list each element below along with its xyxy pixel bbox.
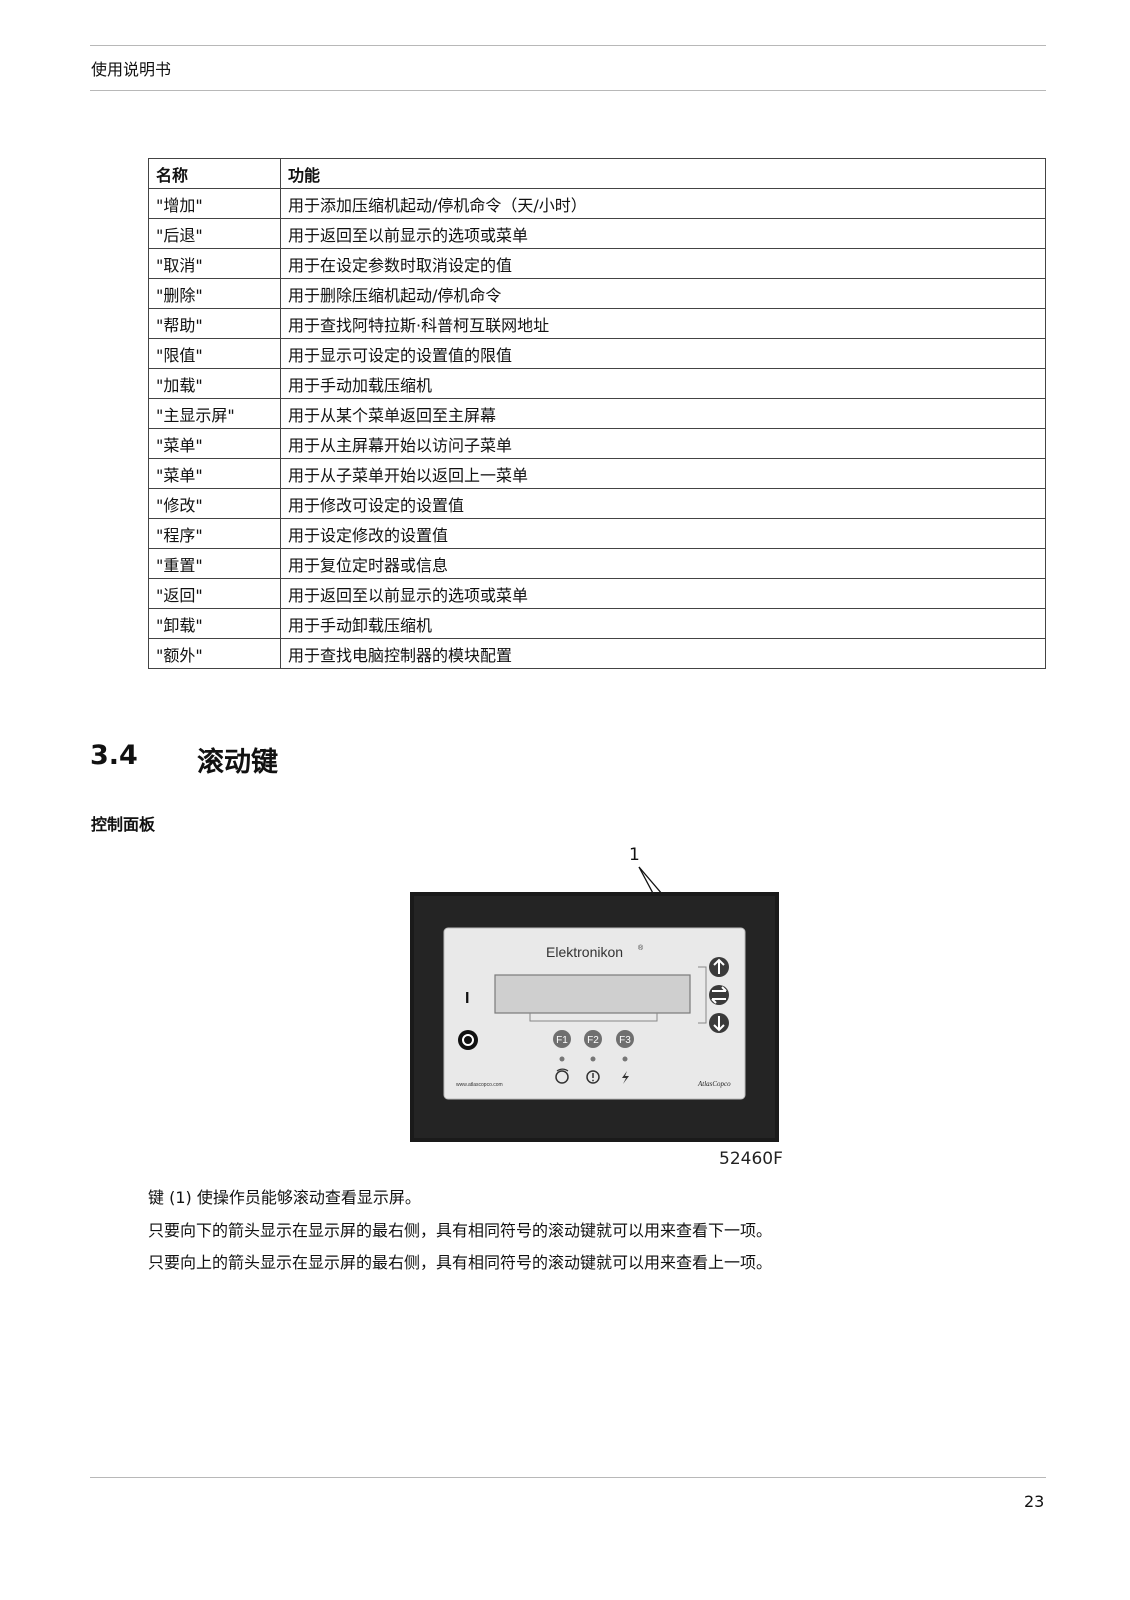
subsection-title: 控制面板 (91, 815, 156, 834)
table-row: "主显示屏"用于从某个菜单返回至主屏幕 (148, 398, 1046, 429)
cell-function: 用于在设定参数时取消设定的值 (280, 248, 1046, 279)
cell-function: 用于修改可设定的设置值 (280, 488, 1046, 519)
brand-label: Elektronikon (546, 944, 623, 960)
scroll-down-button[interactable] (709, 1013, 729, 1033)
cell-name: "菜单" (148, 428, 281, 459)
table-row: "修改"用于修改可设定的设置值 (148, 488, 1046, 519)
paragraph-3: 只要向上的箭头显示在显示屏的最右侧，具有相同符号的滚动键就可以用来查看上一项。 (148, 1253, 773, 1272)
cell-function: 用于查找电脑控制器的模块配置 (280, 638, 1046, 669)
cell-name: "卸载" (148, 608, 281, 639)
cell-name: "程序" (148, 518, 281, 549)
function-table: 名称 功能 "增加"用于添加压缩机起动/停机命令（天/小时）"后退"用于返回至以… (148, 158, 1046, 669)
table-row: "后退"用于返回至以前显示的选项或菜单 (148, 218, 1046, 249)
header-title: 使用说明书 (91, 60, 172, 79)
arrow-down-icon (713, 1016, 725, 1032)
cell-function: 用于从主屏幕开始以访问子菜单 (280, 428, 1046, 459)
website-label: www.atlascopco.com (456, 1082, 503, 1088)
f1-button[interactable]: F1 (553, 1030, 571, 1048)
cell-name: "限值" (148, 338, 281, 369)
brand-mark: ® (638, 944, 644, 952)
f2-button[interactable]: F2 (584, 1030, 602, 1048)
arrow-up-icon (713, 958, 725, 974)
paragraph-2: 只要向下的箭头显示在显示屏的最右侧，具有相同符号的滚动键就可以用来查看下一项。 (148, 1221, 773, 1240)
scroll-up-button[interactable] (709, 957, 729, 977)
cell-name: "删除" (148, 278, 281, 309)
column-header-function: 功能 (280, 158, 1046, 189)
cell-name: "帮助" (148, 308, 281, 339)
table-row: "额外"用于查找电脑控制器的模块配置 (148, 638, 1046, 669)
cell-name: "增加" (148, 188, 281, 219)
led-running (590, 1056, 596, 1062)
figure-code: 52460F (719, 1149, 783, 1169)
table-body: "增加"用于添加压缩机起动/停机命令（天/小时）"后退"用于返回至以前显示的选项… (148, 188, 1046, 669)
table-row: "菜单"用于从子菜单开始以返回上一菜单 (148, 458, 1046, 489)
table-row: "取消"用于在设定参数时取消设定的值 (148, 248, 1046, 279)
table-header-row: 名称 功能 (148, 158, 1046, 189)
table-row: "程序"用于设定修改的设置值 (148, 518, 1046, 549)
f3-button[interactable]: F3 (616, 1030, 634, 1048)
lcd-display (494, 974, 691, 1014)
stop-button[interactable] (458, 1030, 478, 1050)
cell-name: "主显示屏" (148, 398, 281, 429)
cell-name: "加载" (148, 368, 281, 399)
cell-function: 用于删除压缩机起动/停机命令 (280, 278, 1046, 309)
cell-name: "取消" (148, 248, 281, 279)
table-row: "重置"用于复位定时器或信息 (148, 548, 1046, 579)
cell-function: 用于添加压缩机起动/停机命令（天/小时） (280, 188, 1046, 219)
figure-callout-label: 1 (629, 845, 640, 865)
cell-function: 用于显示可设定的设置值的限值 (280, 338, 1046, 369)
cell-function: 用于从子菜单开始以返回上一菜单 (280, 458, 1046, 489)
column-header-name: 名称 (148, 158, 281, 189)
cell-name: "菜单" (148, 458, 281, 489)
cell-function: 用于复位定时器或信息 (280, 548, 1046, 579)
f2-label: F2 (587, 1035, 599, 1046)
table-row: "删除"用于删除压缩机起动/停机命令 (148, 278, 1046, 309)
table-row: "加载"用于手动加载压缩机 (148, 368, 1046, 399)
led-voltage (559, 1056, 565, 1062)
fkey-bracket (529, 1013, 658, 1022)
control-panel-figure: Elektronikon ® I F1 F2 F3 (410, 866, 779, 1142)
footer-rule (90, 1477, 1046, 1478)
section-title: 滚动键 (197, 747, 278, 778)
cell-function: 用于手动卸载压缩机 (280, 608, 1046, 639)
led-alarm (622, 1056, 628, 1062)
start-icon[interactable]: I (465, 990, 469, 1007)
stop-icon (462, 1034, 474, 1046)
table-row: "返回"用于返回至以前显示的选项或菜单 (148, 578, 1046, 609)
header-rule-bottom (90, 90, 1046, 91)
f1-label: F1 (556, 1035, 568, 1046)
f3-label: F3 (619, 1035, 631, 1046)
cell-function: 用于设定修改的设置值 (280, 518, 1046, 549)
tab-arrows-icon (711, 986, 727, 1004)
table-row: "限值"用于显示可设定的设置值的限值 (148, 338, 1046, 369)
table-row: "菜单"用于从主屏幕开始以访问子菜单 (148, 428, 1046, 459)
tab-button[interactable] (709, 985, 729, 1005)
paragraph-1: 键 (1) 使操作员能够滚动查看显示屏。 (148, 1188, 421, 1207)
table-row: "帮助"用于查找阿特拉斯·科普柯互联网地址 (148, 308, 1046, 339)
cell-name: "额外" (148, 638, 281, 669)
table-row: "卸载"用于手动卸载压缩机 (148, 608, 1046, 639)
cell-function: 用于从某个菜单返回至主屏幕 (280, 398, 1046, 429)
voltage-icon (622, 1071, 629, 1084)
cell-name: "后退" (148, 218, 281, 249)
cell-function: 用于返回至以前显示的选项或菜单 (280, 578, 1046, 609)
header-rule-top (90, 45, 1046, 46)
cell-function: 用于返回至以前显示的选项或菜单 (280, 218, 1046, 249)
page-number: 23 (1024, 1492, 1045, 1511)
scroll-bracket (698, 966, 707, 1024)
brand-logo: AtlasCopco (697, 1080, 731, 1088)
section-number: 3.4 (90, 740, 138, 771)
auto-icon (555, 1068, 569, 1084)
cell-function: 用于手动加载压缩机 (280, 368, 1046, 399)
cell-name: "重置" (148, 548, 281, 579)
warning-icon (586, 1070, 600, 1084)
cell-function: 用于查找阿特拉斯·科普柯互联网地址 (280, 308, 1046, 339)
cell-name: "返回" (148, 578, 281, 609)
cell-name: "修改" (148, 488, 281, 519)
table-row: "增加"用于添加压缩机起动/停机命令（天/小时） (148, 188, 1046, 219)
